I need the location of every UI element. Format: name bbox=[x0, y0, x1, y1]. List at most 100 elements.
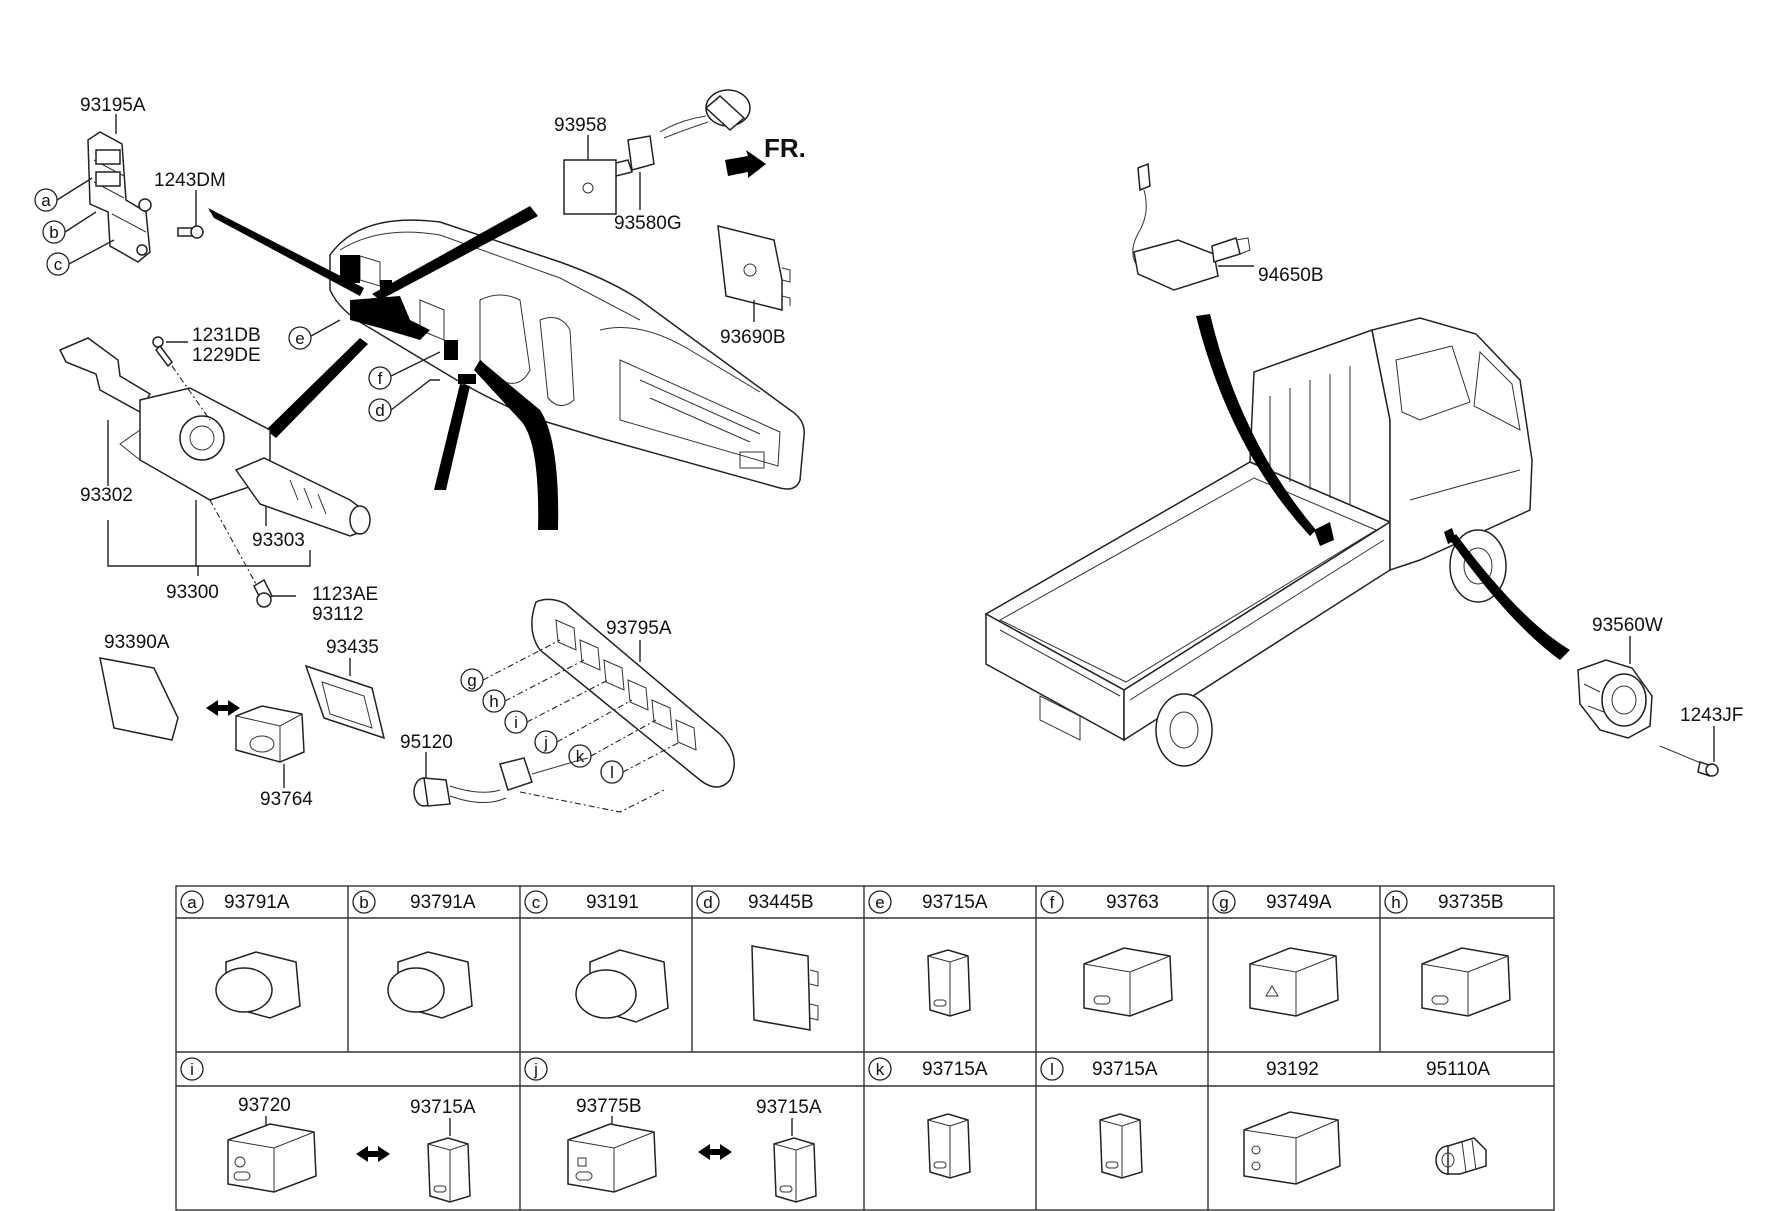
table-part-93192 bbox=[1243, 1111, 1341, 1185]
table-part-a bbox=[215, 951, 301, 1019]
label-93560W: 93560W bbox=[1592, 615, 1663, 636]
table-header-h: h 93735B bbox=[1384, 890, 1504, 914]
label-1243DM: 1243DM bbox=[154, 170, 226, 191]
table-label-93715A-i: 93715A bbox=[410, 1097, 476, 1118]
bed-switch-mark bbox=[1314, 522, 1334, 546]
leader-wedge bbox=[434, 384, 470, 490]
table-part-g bbox=[1249, 947, 1339, 1017]
leader-wedge bbox=[474, 360, 559, 530]
callout-f: f bbox=[368, 366, 392, 390]
table-part-93720 bbox=[227, 1123, 317, 1193]
label-93300: 93300 bbox=[166, 582, 219, 603]
table-header-93192: 93192 bbox=[1266, 1059, 1319, 1080]
svg-text:b: b bbox=[359, 893, 368, 912]
connector-95120 bbox=[413, 757, 589, 807]
svg-text:k: k bbox=[876, 1060, 885, 1079]
switch-94650B bbox=[1132, 162, 1251, 291]
table-part-l bbox=[1099, 1113, 1143, 1179]
switch-bracket-part bbox=[87, 131, 152, 263]
blank-panel-part bbox=[717, 225, 791, 311]
label-93303: 93303 bbox=[252, 530, 305, 551]
table-header-f: f 93763 bbox=[1040, 890, 1159, 914]
double-arrow bbox=[206, 700, 240, 716]
callout-g: g bbox=[460, 668, 484, 692]
table-part-93715A-j bbox=[773, 1137, 817, 1203]
table-header-d: d 93445B bbox=[696, 890, 814, 914]
label-93112: 93112 bbox=[312, 604, 363, 625]
table-part-f bbox=[1083, 947, 1173, 1017]
svg-text:d: d bbox=[703, 893, 712, 912]
svg-text:l: l bbox=[610, 763, 614, 782]
multifunction-switch-part bbox=[58, 337, 371, 537]
toggle-switch-part bbox=[563, 89, 751, 215]
cover-93390A bbox=[99, 657, 179, 741]
svg-text:93445B: 93445B bbox=[748, 892, 814, 913]
svg-text:h: h bbox=[1391, 893, 1400, 912]
parts-table bbox=[175, 885, 1555, 1211]
leader-wedge bbox=[372, 206, 538, 300]
screw-1231DB bbox=[152, 336, 173, 368]
svg-text:g: g bbox=[1219, 893, 1228, 912]
label-1231DB: 1231DB bbox=[192, 325, 261, 346]
front-direction-label: FR. bbox=[764, 133, 806, 163]
label-93795A: 93795A bbox=[606, 618, 672, 639]
table-part-95110A bbox=[1435, 1137, 1487, 1175]
table-part-b bbox=[387, 951, 473, 1019]
switch-panel-93795A bbox=[531, 598, 735, 788]
label-93580G: 93580G bbox=[614, 213, 682, 234]
svg-text:c: c bbox=[54, 255, 63, 274]
dash-switch-d bbox=[444, 340, 458, 360]
svg-text:93735B: 93735B bbox=[1438, 892, 1504, 913]
table-part-c bbox=[575, 949, 669, 1023]
leader-wedge bbox=[266, 338, 368, 438]
table-label-93715A-j: 93715A bbox=[756, 1097, 822, 1118]
table-header-i: i bbox=[180, 1057, 204, 1081]
svg-text:93715A: 93715A bbox=[922, 1059, 988, 1080]
svg-text:93791A: 93791A bbox=[224, 892, 290, 913]
callout-b: b bbox=[42, 220, 66, 244]
svg-text:f: f bbox=[378, 369, 383, 388]
table-part-93715A-i bbox=[427, 1137, 471, 1203]
table-part-e bbox=[927, 949, 971, 1017]
callout-k: k bbox=[568, 744, 592, 768]
svg-text:a: a bbox=[187, 893, 197, 912]
svg-text:i: i bbox=[514, 713, 518, 732]
svg-text:f: f bbox=[1050, 893, 1055, 912]
table-label-93720: 93720 bbox=[238, 1095, 291, 1116]
double-arrow bbox=[356, 1146, 390, 1162]
svg-text:93763: 93763 bbox=[1106, 892, 1159, 913]
label-93764: 93764 bbox=[260, 789, 313, 810]
svg-text:93715A: 93715A bbox=[1092, 1059, 1158, 1080]
label-1243JF: 1243JF bbox=[1680, 705, 1743, 726]
svg-text:h: h bbox=[489, 692, 498, 711]
screw-1123AE bbox=[253, 578, 273, 608]
front-direction-arrow bbox=[725, 150, 766, 178]
svg-text:k: k bbox=[576, 747, 585, 766]
table-header-a: a 93791A bbox=[180, 890, 290, 914]
label-93195A: 93195A bbox=[80, 95, 146, 116]
table-header-j: j bbox=[524, 1057, 548, 1081]
screw-1243JF bbox=[1659, 745, 1719, 777]
svg-text:93791A: 93791A bbox=[410, 892, 476, 913]
svg-text:l: l bbox=[1050, 1060, 1054, 1079]
svg-text:c: c bbox=[532, 893, 541, 912]
callout-l: l bbox=[600, 760, 624, 784]
label-93958: 93958 bbox=[554, 115, 607, 136]
svg-text:g: g bbox=[467, 671, 476, 690]
dash-column-area bbox=[350, 296, 430, 340]
table-header-l: l 93715A bbox=[1040, 1057, 1158, 1081]
table-part-93775B bbox=[567, 1123, 657, 1193]
svg-text:93749A: 93749A bbox=[1266, 892, 1332, 913]
dash-switch-block bbox=[340, 255, 360, 283]
svg-text:j: j bbox=[543, 733, 548, 752]
table-label-93775B: 93775B bbox=[576, 1096, 642, 1117]
callout-h: h bbox=[482, 689, 506, 713]
leader-wedge bbox=[1450, 534, 1570, 660]
label-1123AE: 1123AE bbox=[312, 584, 378, 605]
label-93690B: 93690B bbox=[720, 327, 786, 348]
table-header-95110A: 95110A bbox=[1426, 1059, 1490, 1080]
callout-a: a bbox=[34, 188, 58, 212]
